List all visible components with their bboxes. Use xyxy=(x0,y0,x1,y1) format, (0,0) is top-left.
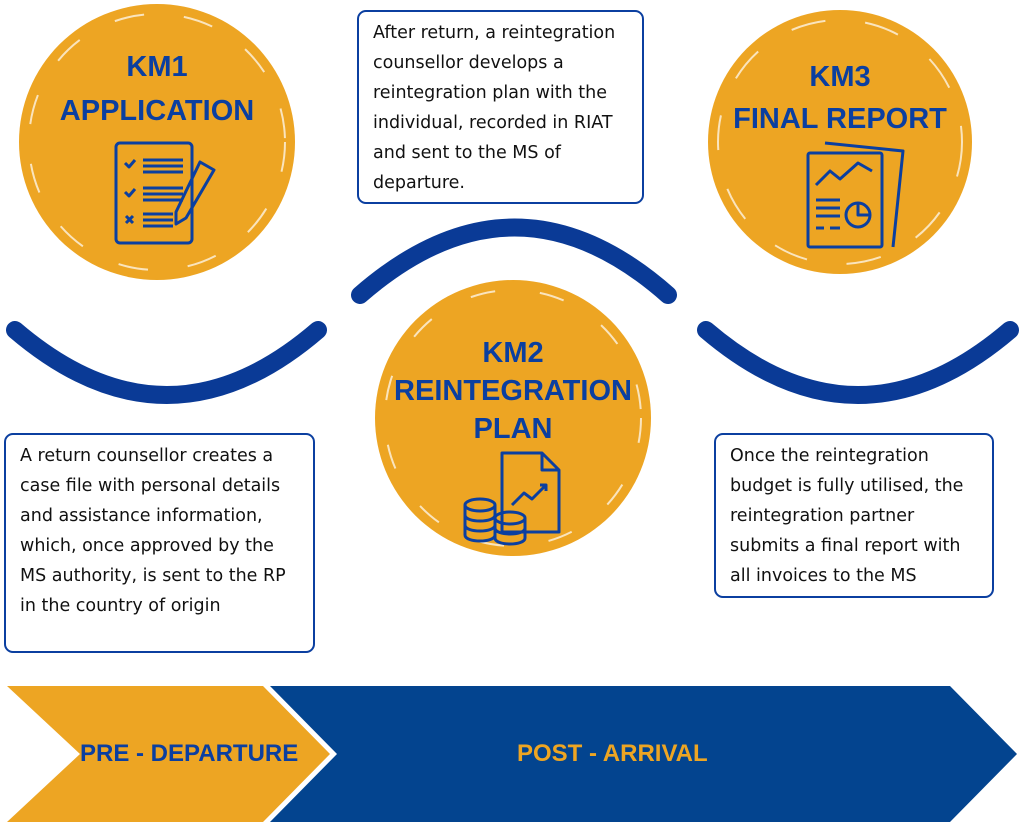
km1-title: KM1 APPLICATION xyxy=(40,48,274,130)
middle-arc xyxy=(351,218,677,304)
report-charts-icon xyxy=(806,141,905,249)
km2-label-line2: PLAN xyxy=(473,413,553,445)
km2-label: REINTEGRATION xyxy=(394,375,632,407)
pre-departure-label: PRE - DEPARTURE xyxy=(80,740,299,767)
document-chart-coins-icon xyxy=(463,451,561,546)
km2-description: After return, a reintegration counsellor… xyxy=(357,10,644,204)
km3-title: KM3 FINAL REPORT xyxy=(720,58,960,138)
pre-departure-chevron xyxy=(7,686,330,822)
post-arrival-label: POST - ARRIVAL xyxy=(517,740,708,767)
km1-description: A return counsellor creates a case file … xyxy=(4,433,315,653)
km3-circle xyxy=(708,10,972,274)
km3-description: Once the reintegration budget is fully u… xyxy=(714,433,994,598)
km2-circle xyxy=(375,280,651,556)
km2-title: KM2 REINTEGRATION PLAN xyxy=(393,334,633,448)
km1-label: APPLICATION xyxy=(59,95,255,127)
km3-code: KM3 xyxy=(809,61,871,93)
post-arrival-chevron xyxy=(270,686,1017,822)
km2-code: KM2 xyxy=(482,337,544,369)
left-arc xyxy=(6,321,327,404)
km1-code: KM1 xyxy=(126,51,188,83)
checklist-pencil-icon xyxy=(114,141,216,245)
right-arc xyxy=(697,321,1019,404)
km3-label: FINAL REPORT xyxy=(733,103,947,135)
